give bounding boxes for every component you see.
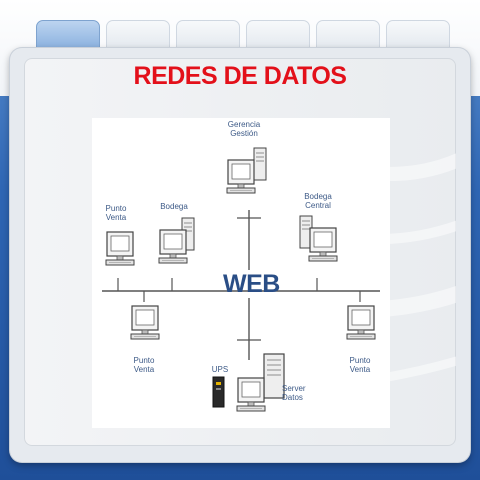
ups-icon	[212, 376, 225, 408]
gerencia-computer-icon	[226, 147, 267, 194]
network-wires	[102, 210, 380, 360]
punto-venta-bottom-left-computer-icon	[130, 305, 160, 340]
bodega-computer-icon	[158, 217, 195, 264]
ups-label: UPS	[211, 365, 229, 374]
gerencia-label: Gerencia Gestión	[227, 120, 261, 138]
web-label: WEB	[223, 270, 280, 298]
punto-venta-top-computer-icon	[105, 231, 135, 266]
punto-venta-top-label: Punto Venta	[105, 204, 127, 222]
slide-title: REDES DE DATOS	[133, 62, 347, 90]
bodega-central-computer-icon	[299, 215, 338, 262]
network-diagram: Gerencia Gestión Punto Venta Bodega Bode…	[92, 118, 390, 428]
punto-venta-bottom-right-label: Punto Venta	[349, 356, 371, 374]
punto-venta-bottom-right-computer-icon	[346, 305, 376, 340]
punto-venta-bottom-left-label: Punto Venta	[133, 356, 155, 374]
server-icon	[236, 353, 285, 412]
server-label: Server Datos	[282, 384, 306, 402]
bodega-label: Bodega	[160, 202, 188, 211]
bodega-central-label: Bodega Central	[304, 192, 332, 210]
